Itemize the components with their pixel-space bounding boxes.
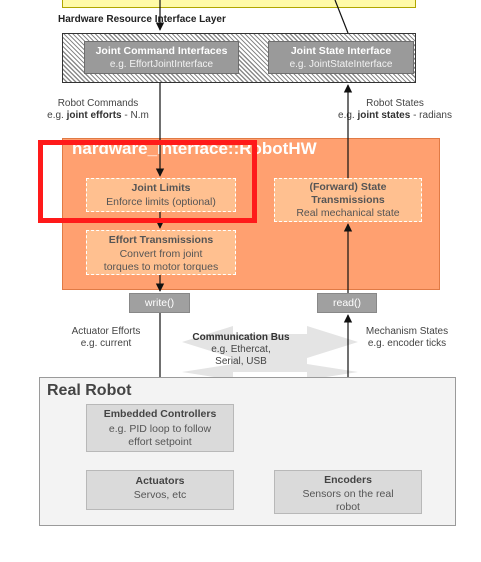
encoders-line1: Sensors on the real [302,488,394,500]
layer-title: Hardware Resource Interface Layer [58,14,226,25]
effort-transmissions-title: Effort Transmissions [108,234,214,246]
state-transmissions-box[interactable]: (Forward) State Transmissions Real mecha… [274,178,422,222]
controller-layer-box [62,0,416,8]
communication-bus-label: Communication Bus e.g. Ethercat, Serial,… [192,332,290,367]
embedded-controllers-title: Embedded Controllers [103,408,217,420]
actuators-subtitle: Servos, etc [133,489,187,501]
state-transmissions-title2: Transmissions [311,194,385,206]
write-button[interactable]: write() [129,293,190,313]
joint-limits-subtitle: Enforce limits (optional) [106,196,216,208]
actuators-title: Actuators [135,475,185,487]
joint-state-interface-title: Joint State Interface [290,45,392,57]
robot-commands-label: Robot Commands e.g. joint efforts - N.m [47,98,149,121]
effort-transmissions-line1: Convert from joint [119,248,203,260]
embedded-controllers-line2: effort setpoint [128,436,192,448]
encoders-box[interactable]: Encoders Sensors on the real robot [274,470,422,514]
real-robot-title: Real Robot [47,382,132,399]
robot-states-label: Robot States e.g. joint states - radians [338,98,452,121]
encoders-line2: robot [336,501,360,513]
embedded-controllers-box[interactable]: Embedded Controllers e.g. PID loop to fo… [86,404,234,452]
joint-state-interface-subtitle: e.g. JointStateInterface [289,59,393,70]
state-transmissions-subtitle: Real mechanical state [296,207,400,219]
effort-transmissions-box[interactable]: Effort Transmissions Convert from joint … [86,230,236,275]
joint-limits-box[interactable]: Joint Limits Enforce limits (optional) [86,178,236,212]
joint-limits-title: Joint Limits [131,182,191,194]
highlight-box [38,140,257,223]
state-transmissions-title1: (Forward) State [309,181,387,193]
joint-command-interfaces-subtitle: e.g. EffortJointInterface [109,59,214,70]
joint-command-interfaces-box[interactable]: Joint Command Interfaces e.g. EffortJoin… [84,41,239,74]
encoders-title: Encoders [324,474,372,486]
actuators-box[interactable]: Actuators Servos, etc [86,470,234,510]
joint-command-interfaces-title: Joint Command Interfaces [95,45,228,57]
effort-transmissions-line2: torques to motor torques [103,261,219,273]
read-button[interactable]: read() [317,293,377,313]
joint-state-interface-box[interactable]: Joint State Interface e.g. JointStateInt… [268,41,414,74]
embedded-controllers-line1: e.g. PID loop to follow [108,423,212,435]
